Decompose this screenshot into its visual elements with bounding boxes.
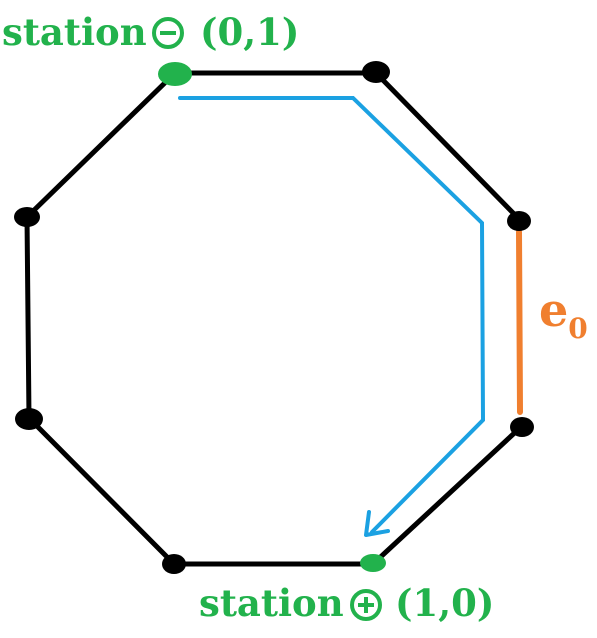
edge-label-main: e bbox=[539, 283, 568, 337]
station-plus-node bbox=[360, 554, 386, 572]
octagon-edge-bottom-left bbox=[26, 415, 177, 567]
station-minus-node bbox=[158, 62, 192, 86]
octagon-edge-bottom-right bbox=[370, 423, 525, 567]
edge-e0 bbox=[516, 229, 523, 415]
station-bottom-coord: (1,0) bbox=[395, 581, 494, 625]
station-bottom-word: station bbox=[199, 581, 344, 625]
station-top-coord: (0,1) bbox=[200, 10, 299, 54]
vertex-bottom-left bbox=[162, 554, 186, 574]
vertices bbox=[14, 61, 534, 574]
path-arrow-line bbox=[178, 96, 486, 534]
vertex-left-lower bbox=[15, 408, 43, 430]
station-top-word: station bbox=[2, 10, 147, 54]
edge-label: e0 bbox=[539, 283, 588, 345]
circle-plus-icon bbox=[350, 589, 382, 621]
octagon-edge-top-left bbox=[24, 70, 178, 220]
octagon-outline bbox=[24, 70, 525, 567]
vertex-top-right bbox=[362, 61, 390, 83]
octagon-edge-left bbox=[24, 214, 32, 421]
arrow-head-icon bbox=[364, 510, 390, 537]
circle-minus-icon bbox=[152, 17, 184, 49]
edge-label-subscript: 0 bbox=[568, 312, 587, 345]
vertex-left-upper bbox=[14, 207, 40, 227]
vertex-right-upper bbox=[507, 211, 531, 231]
vertex-right-lower bbox=[510, 417, 534, 437]
octagon-edge-top-right bbox=[373, 70, 522, 222]
